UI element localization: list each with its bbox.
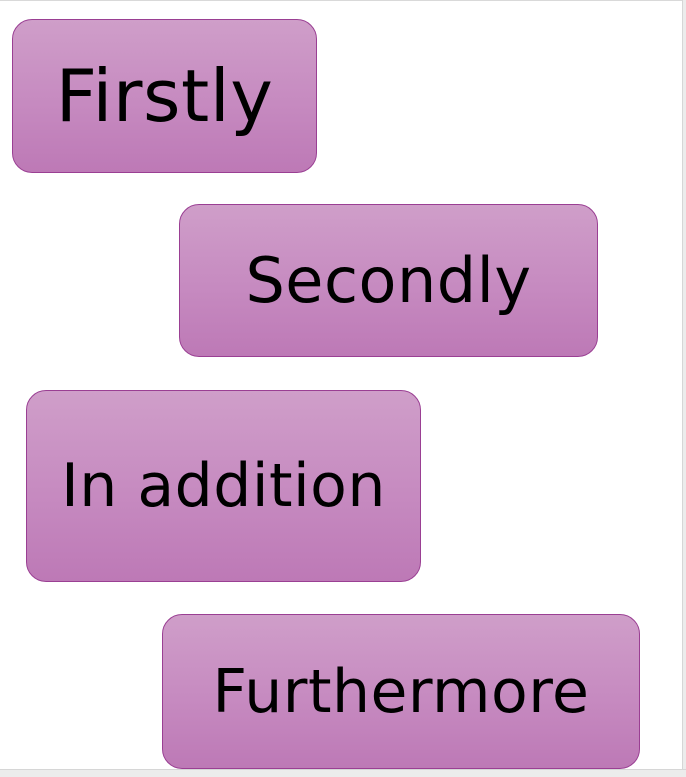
- right-edge: [682, 0, 686, 777]
- word-card-firstly[interactable]: Firstly: [12, 19, 317, 173]
- top-edge: [0, 0, 686, 1]
- word-card-secondly[interactable]: Secondly: [179, 204, 598, 357]
- word-card-label: Secondly: [245, 244, 532, 317]
- word-card-furthermore[interactable]: Furthermore: [162, 614, 640, 769]
- word-card-in-addition[interactable]: In addition: [26, 390, 421, 582]
- word-card-label: Firstly: [55, 54, 274, 138]
- bottom-edge: [0, 769, 686, 777]
- word-card-label: In addition: [61, 451, 386, 521]
- word-card-label: Furthermore: [212, 656, 590, 727]
